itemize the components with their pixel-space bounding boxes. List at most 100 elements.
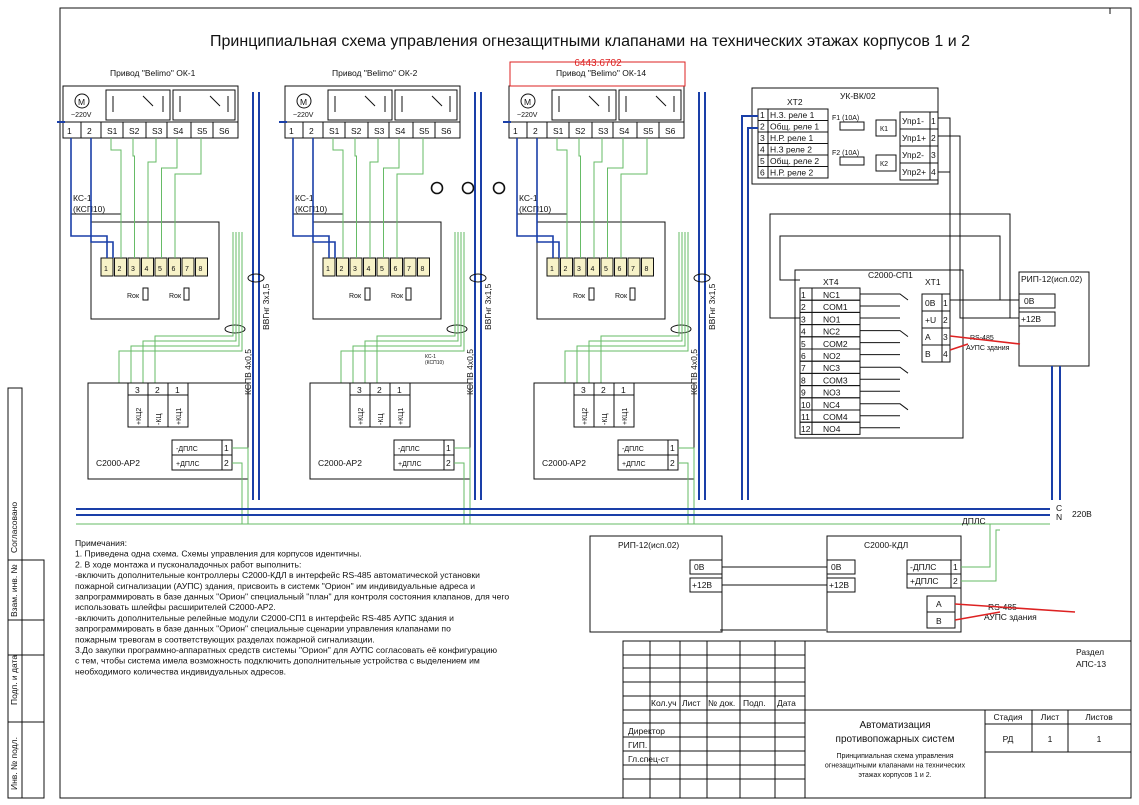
red-code: 6443.6702 xyxy=(574,58,622,69)
actuator-terminal-2-3: S1 xyxy=(329,126,340,136)
relay-k2: К2 xyxy=(880,161,888,168)
bus-voltage: 220В xyxy=(1072,509,1092,519)
motor-voltage-1: ~220V xyxy=(71,112,92,119)
ks-pin-2-5: 5 xyxy=(380,266,384,273)
actuator-terminal-2-8: S6 xyxy=(441,126,452,136)
sheet-frame xyxy=(7,7,1132,799)
valve-modules: Привод "Belimo" ОК-1M ~220V 1 2 S1 S2 S3 S4 S5 S6… xyxy=(57,68,717,524)
sp1-row-11: COM4 xyxy=(823,412,848,422)
stamp-stage-head-1: Стадия xyxy=(994,712,1023,722)
ukvk-row-5: Общ. реле 2 xyxy=(770,156,819,166)
ukvk-pin-4: 4 xyxy=(760,145,765,155)
stamp-role-2: ГИП. xyxy=(628,740,647,750)
stamp-org: Автоматизация xyxy=(859,720,930,731)
cable-kspv-3: КСПВ 4х0,5 xyxy=(689,349,699,395)
ks-pin-2-2: 2 xyxy=(340,266,344,273)
ukvk-upr-pin-4: 4 xyxy=(931,167,936,177)
power-bus xyxy=(76,508,1050,516)
ks-pin-2-3: 3 xyxy=(353,266,357,273)
rip-top-title: РИП-12(исп.02) xyxy=(1021,274,1082,284)
ks-pin-1-3: 3 xyxy=(131,266,135,273)
bus-n: N xyxy=(1056,512,1062,522)
ks-pin-2-4: 4 xyxy=(367,266,371,273)
bus-dpls: ДПЛС xyxy=(962,516,986,526)
rok-label-a-2: Rок xyxy=(349,293,362,300)
ukvk-upr-pin-2: 2 xyxy=(931,133,936,143)
actuator-terminal-1-7: S5 xyxy=(197,126,208,136)
actuator-terminal-2-5: S3 xyxy=(374,126,385,136)
drive-label-1: Привод "Belimo" ОК-1 xyxy=(110,68,196,78)
side-label-inv-replace: Взам. инв. № xyxy=(9,564,19,617)
actuator-terminal-2-7: S5 xyxy=(419,126,430,136)
cable-kspv-2: КСПВ 4х0,5 xyxy=(465,349,475,395)
cable-vvg-1: ВВГнг 3х1,5 xyxy=(261,283,271,330)
ar2-dpls-pin1-3: 1 xyxy=(670,443,675,453)
sp1-pin-11: 11 xyxy=(801,412,810,422)
note-line-9: запрограммировать в базе данных "Орион" … xyxy=(75,624,451,634)
actuator-terminal-3-8: S6 xyxy=(665,126,676,136)
sp1-pin-10: 10 xyxy=(801,400,811,410)
actuator-terminal-1-1: 1 xyxy=(67,126,72,136)
ukvk-upr-pin-3: 3 xyxy=(931,150,936,160)
drive-label-2: Привод "Belimo" ОК-2 xyxy=(332,68,418,78)
stamp-role-3: Гл.спец-ст xyxy=(628,754,669,764)
ar2-pin-1-1: 3 xyxy=(135,385,140,395)
ar2-pin-2-1: 3 xyxy=(357,385,362,395)
actuator-terminal-2-6: S4 xyxy=(395,126,406,136)
ks-pin-2-7: 7 xyxy=(407,266,411,273)
ar2-dpls-pin2-2: 2 xyxy=(446,458,451,468)
cable-vvg-2: ВВГнг 3х1,5 xyxy=(483,283,493,330)
ar2-kc-3-2: -КЦ xyxy=(602,413,609,425)
stamp-section-code: АПС-13 xyxy=(1076,659,1106,669)
cable-kspv-1: КСПВ 4х0,5 xyxy=(243,349,253,395)
sp1-rs485-sub: АУПС здания xyxy=(966,345,1010,352)
sp1-row-10: NC4 xyxy=(823,400,840,410)
motor-voltage-2: ~220V xyxy=(293,112,314,119)
actuator-terminal-2-4: S2 xyxy=(351,126,362,136)
ar2-dpls-plus-2: +ДПЛС xyxy=(398,461,422,468)
ks-label-3: КС-1 xyxy=(519,193,538,203)
ar2-pin-1-2: 2 xyxy=(155,385,160,395)
fuse-f2: F2 (10А) xyxy=(832,150,859,157)
actuator-terminal-3-5: S3 xyxy=(598,126,609,136)
sp1-xt1-4: В xyxy=(925,349,931,359)
ar2-dpls-minus-2: -ДПЛС xyxy=(398,446,420,453)
stamp-desc-3: этажах корпусов 1 и 2. xyxy=(858,772,931,779)
stamp-desc-1: Принципиальная схема управления xyxy=(836,753,953,760)
ar2-kc-2-3: +КЦ1 xyxy=(398,408,405,425)
kdl-12v: +12В xyxy=(829,580,849,590)
actuator-terminal-1-3: S1 xyxy=(107,126,118,136)
note-line-10: пожарным тревогам в соответствующих разд… xyxy=(75,634,375,644)
kdl-rs485-sub: АУПС здания xyxy=(984,612,1037,622)
relay-k1: К1 xyxy=(880,126,888,133)
kdl-dpls-plus: +ДПЛС xyxy=(910,576,939,586)
stamp-stage-head-3: Листов xyxy=(1085,712,1113,722)
sp1-xt1-pin-2: 2 xyxy=(943,315,948,325)
ar2-name-1: С2000-АР2 xyxy=(96,458,140,468)
sp1-xt1: ХТ1 xyxy=(925,277,941,287)
note-line-2: 1. Приведена одна схема. Схемы управлени… xyxy=(75,549,362,559)
ar2-kc-2-1: +КЦ2 xyxy=(358,408,365,425)
kdl-a: А xyxy=(936,599,942,609)
kdl-dpls-pin1: 1 xyxy=(953,562,958,572)
ukvk-row-1: Н.З. реле 1 xyxy=(770,110,815,120)
stamp-role-1: Директор xyxy=(628,726,665,736)
motor-symbol-3: M xyxy=(524,97,531,107)
sp1-pin-6: 6 xyxy=(801,351,806,361)
note-line-11: 3.До закупки программно-аппаратных средс… xyxy=(75,645,498,655)
ks-pin-3-1: 1 xyxy=(550,266,554,273)
ukvk-row-4: Н.З реле 2 xyxy=(770,145,812,155)
rok-label-a-3: Rок xyxy=(573,293,586,300)
ks-pin-3-3: 3 xyxy=(577,266,581,273)
ar2-kc-1-3: +КЦ1 xyxy=(176,408,183,425)
rip-bottom-12v: +12В xyxy=(692,580,712,590)
ks-pin-2-8: 8 xyxy=(421,266,425,273)
motor-symbol-1: M xyxy=(78,97,85,107)
cable-vvg-3: ВВГнг 3х1,5 xyxy=(707,283,717,330)
actuator-terminal-3-3: S1 xyxy=(553,126,564,136)
kdl-title: С2000-КДЛ xyxy=(864,540,908,550)
